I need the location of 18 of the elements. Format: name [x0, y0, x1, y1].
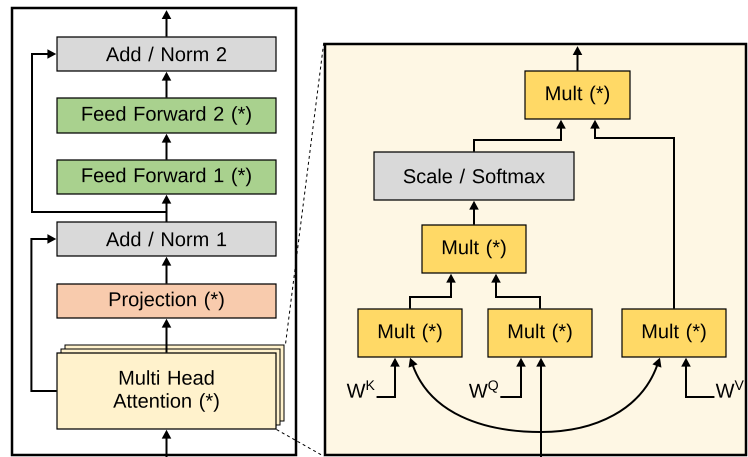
process-box: Add / Norm 2: [56, 36, 277, 72]
process-box: Feed Forward 2 (*): [56, 97, 277, 134]
process-box: Scale / Softmax: [373, 151, 575, 201]
process-box: Projection (*): [56, 283, 277, 319]
process-box: Mult (*): [421, 224, 527, 274]
process-box: Mult (*): [487, 308, 593, 358]
weight-label: W$^{V}$: [716, 380, 744, 398]
process-box: Mult (*): [621, 308, 727, 358]
process-box: Add / Norm 1: [56, 221, 277, 257]
weight-label: W$^{K}$: [346, 380, 375, 398]
arrow: [31, 49, 168, 222]
process-box: Mult (*): [524, 70, 631, 120]
arrow: [30, 234, 56, 392]
process-box: Feed Forward 1 (*): [56, 159, 277, 195]
process-box: Mult (*): [357, 308, 463, 358]
stacked-box: Multi Head Attention (*): [56, 344, 284, 430]
zoom-line: [285, 42, 324, 344]
weight-label: W$^{Q}$: [468, 380, 498, 398]
